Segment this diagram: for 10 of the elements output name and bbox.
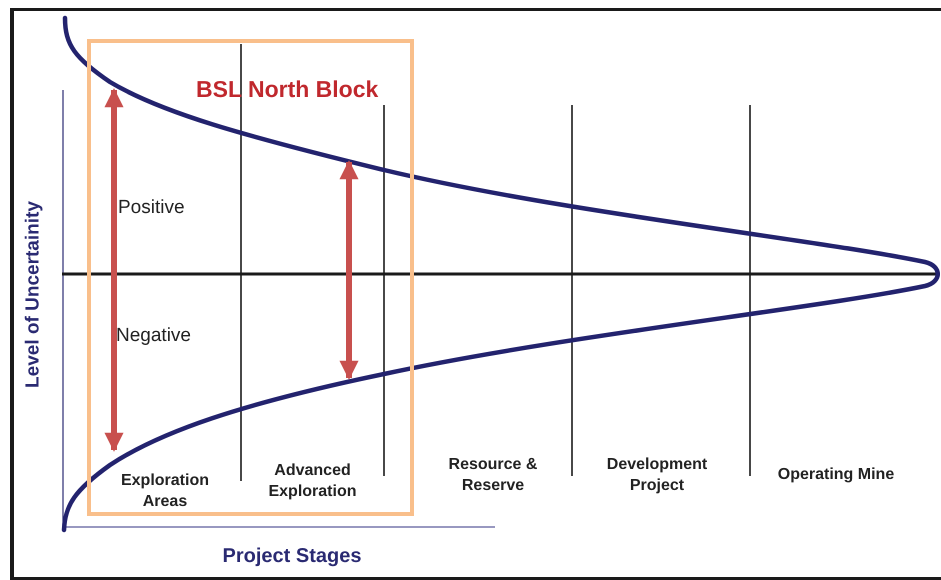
stage-label: Exploration Areas [120, 471, 210, 512]
axis-title: Project Stages [222, 546, 362, 567]
region-label: Negative [116, 325, 192, 346]
stage-label: Resource & Reserve [448, 455, 538, 496]
highlight-frame [87, 39, 414, 516]
stage-label: Development Project [606, 455, 708, 496]
stage-label: Operating Mine [776, 465, 896, 485]
stage-label: Advanced Exploration [267, 461, 358, 502]
region-label: Positive [118, 197, 186, 218]
axis-title: Level of Uncertainity [22, 200, 44, 390]
